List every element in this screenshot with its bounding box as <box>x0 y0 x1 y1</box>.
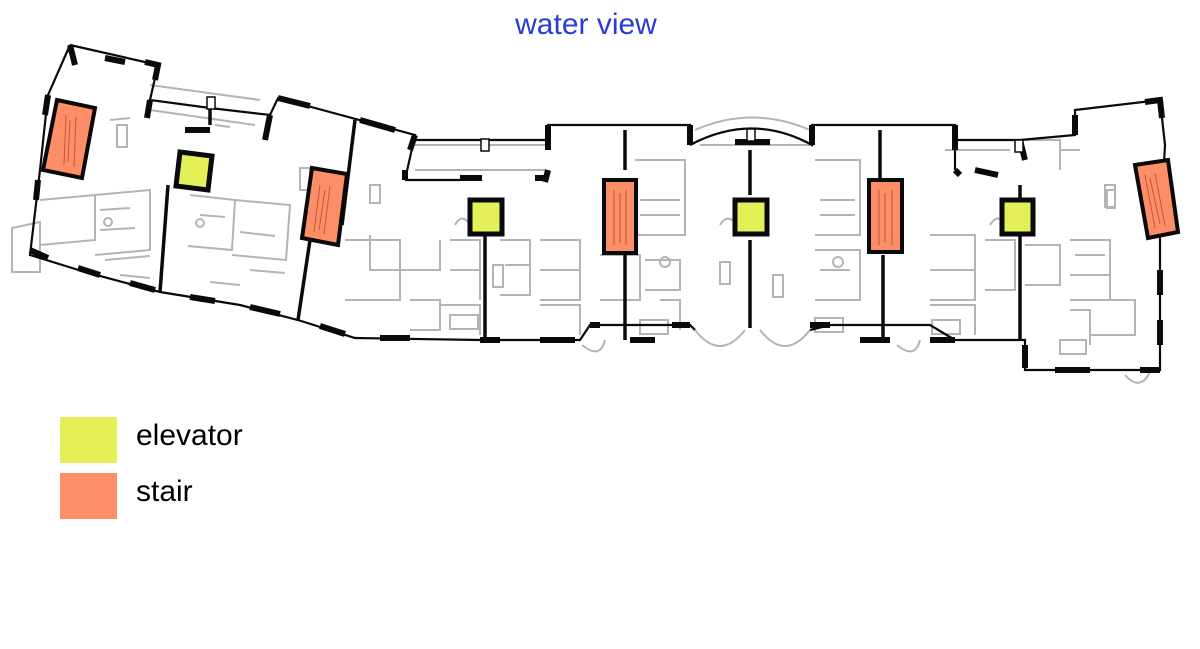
elevator-core <box>467 197 505 237</box>
legend-elevator-swatch <box>60 417 117 463</box>
exterior-walls <box>28 43 1167 373</box>
elevator-core <box>732 197 770 237</box>
legend-stair-swatch <box>60 473 117 519</box>
window-markers <box>206 96 1024 153</box>
legend-stair-label: stair <box>136 475 193 508</box>
floor-plan <box>11 43 1181 384</box>
elevator-cores <box>173 149 1036 237</box>
stair-treads <box>63 114 1166 245</box>
elevator-core <box>173 149 215 193</box>
stair-core <box>1132 157 1181 241</box>
diagram-title: water view <box>515 8 657 41</box>
elevator-core <box>999 197 1036 237</box>
stair-core <box>299 165 350 248</box>
interior-partitions <box>11 84 1151 384</box>
legend-elevator-label: elevator <box>136 419 243 452</box>
